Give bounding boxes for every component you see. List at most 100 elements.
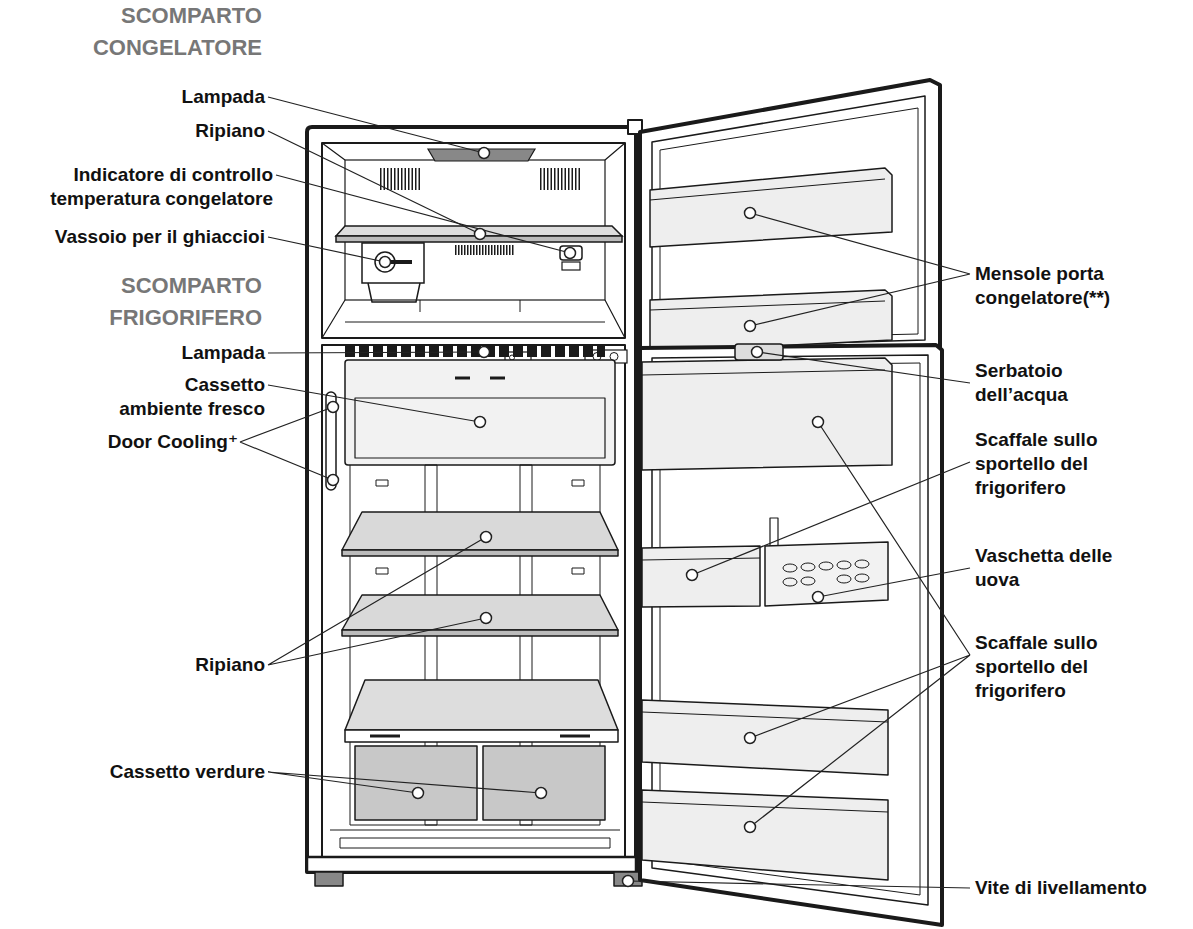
drawing-part	[315, 872, 343, 886]
part-label: Serbatoio dell’acqua	[975, 359, 1095, 407]
drawing-part	[640, 80, 940, 360]
drawing-part	[750, 213, 970, 326]
drawing-part	[536, 788, 547, 799]
drawing-part	[307, 127, 636, 872]
fridge-body	[307, 120, 642, 872]
part-label: Cassetto verdure	[25, 760, 265, 784]
drawing-part	[483, 746, 605, 820]
drawing-part	[345, 360, 615, 465]
drawing-part	[783, 564, 797, 572]
drawing-part	[855, 574, 869, 582]
drawing-part	[642, 700, 888, 775]
drawing-part	[687, 570, 698, 581]
drawing-part	[342, 512, 618, 550]
drawing-part	[475, 229, 486, 240]
drawing-part	[757, 352, 970, 383]
part-label: Ripiano	[65, 119, 265, 143]
drawing-part	[342, 550, 618, 556]
drawing-part	[801, 577, 815, 585]
drawing-part	[642, 802, 888, 812]
drawing-part	[642, 558, 760, 560]
drawing-part	[818, 568, 970, 597]
drawing-part	[268, 97, 484, 153]
drawing-part	[801, 563, 815, 571]
drawing-part	[745, 733, 756, 744]
drawing-part	[376, 480, 388, 486]
drawing-part	[268, 537, 486, 665]
drawing-part	[640, 345, 942, 925]
drawing-part	[770, 518, 778, 548]
drawing-part	[642, 712, 888, 722]
drawing-part	[650, 168, 892, 247]
drawing-part	[479, 347, 490, 358]
drawing-part	[735, 344, 783, 360]
drawing-part	[345, 730, 618, 742]
drawing-part	[328, 402, 339, 413]
drawing-part	[345, 680, 618, 730]
drawing-part	[614, 872, 642, 886]
drawing-part	[560, 246, 582, 260]
leader-lines	[240, 97, 970, 888]
drawing-part	[376, 568, 388, 574]
part-label: Scaffale sullo sportello del frigorifero	[975, 428, 1115, 500]
drawing-part	[268, 237, 385, 262]
drawing-part	[368, 283, 420, 302]
drawing-part	[837, 575, 851, 583]
drawing-part	[268, 772, 541, 793]
drawing-part	[765, 542, 888, 606]
drawing-part	[342, 630, 618, 636]
drawing-part	[481, 532, 492, 543]
drawing-part	[307, 857, 636, 872]
drawing-part	[322, 143, 625, 338]
part-label: Lampada	[65, 85, 265, 109]
drawing-part	[572, 480, 584, 486]
drawing-part	[345, 345, 605, 357]
part-label: Indicatore di controllo temperatura cong…	[3, 163, 273, 211]
fridge-interior	[315, 351, 642, 886]
drawing-part	[745, 208, 756, 219]
drawing-part	[455, 245, 515, 255]
drawing-part	[623, 876, 634, 887]
part-label: Vassoio per il ghiaccioi	[5, 225, 265, 249]
section-heading: SCOMPARTO FRIGORIFERO	[62, 270, 262, 334]
drawing-part	[813, 417, 824, 428]
part-label: Scaffale sullo sportello del frigorifero	[975, 631, 1115, 703]
drawing-part	[572, 568, 584, 574]
drawing-part	[345, 300, 605, 322]
drawing-part	[370, 735, 590, 738]
drawing-part	[750, 422, 970, 827]
drawing-part	[813, 592, 824, 603]
part-label: Cassetto ambiente fresco	[105, 373, 265, 421]
drawing-part	[380, 168, 420, 190]
part-label: Mensole porta congelatore(**)	[975, 262, 1175, 310]
part-label: Lampada	[65, 341, 265, 365]
freezer-interior	[322, 143, 625, 338]
drawing-part	[752, 347, 763, 358]
drawing-part	[783, 560, 869, 586]
drawing-part	[380, 257, 391, 268]
drawing-part	[642, 358, 892, 470]
part-label: Door Cooling⁺	[38, 430, 238, 454]
drawing-part	[855, 560, 869, 568]
drawing-part	[650, 179, 885, 200]
drawing-part	[268, 385, 480, 422]
drawing-part	[481, 613, 492, 624]
drawing-part	[475, 417, 486, 428]
drawing-part	[642, 370, 885, 375]
drawing-part	[328, 475, 339, 486]
drawing-part	[745, 321, 756, 332]
drawing-part	[268, 131, 480, 234]
drawing-part	[362, 243, 424, 283]
drawing-part	[322, 143, 625, 338]
leader-dots	[328, 148, 824, 887]
drawing-part	[340, 838, 610, 848]
drawing-part	[628, 881, 970, 888]
drawing-part	[565, 248, 576, 259]
part-label: Vite di livellamento	[975, 876, 1190, 900]
drawing-part	[783, 578, 797, 586]
drawing-part	[562, 262, 580, 270]
drawing-part	[692, 462, 970, 575]
drawing-part	[330, 829, 620, 830]
